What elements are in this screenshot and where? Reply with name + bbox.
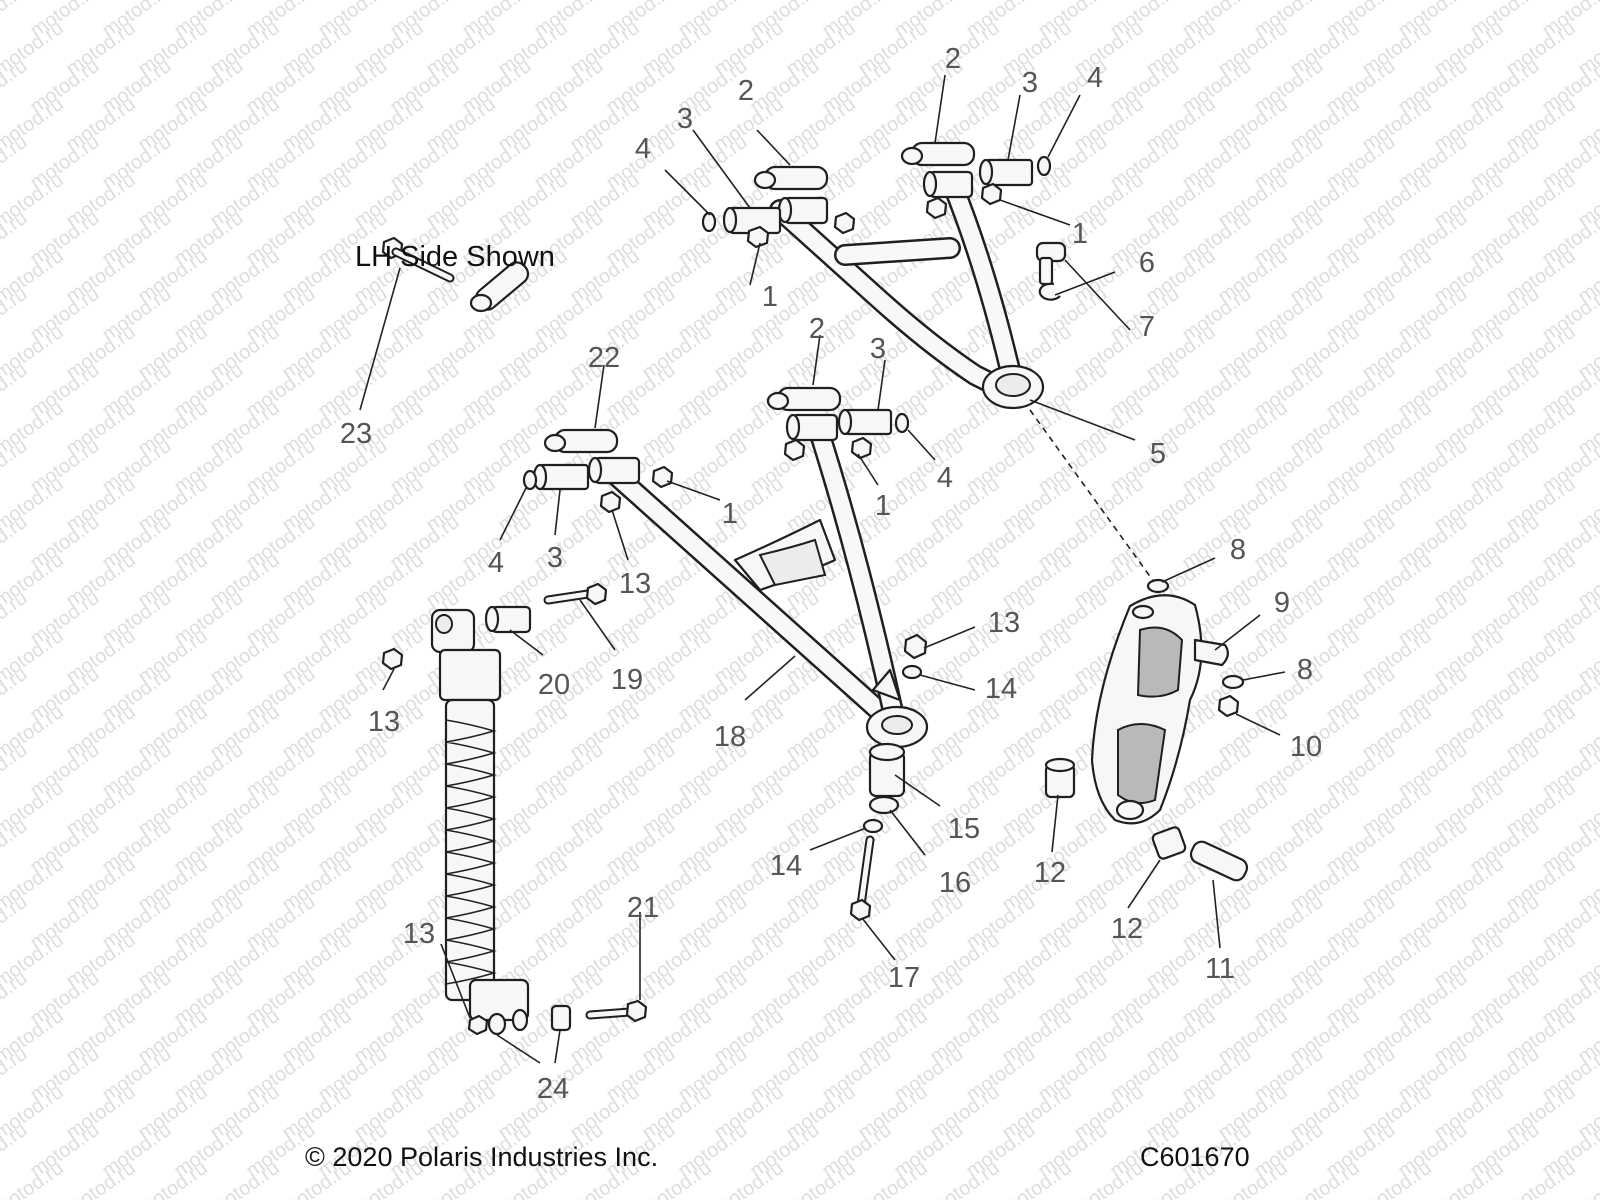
callout-14: 14 bbox=[770, 850, 802, 882]
callout-17: 17 bbox=[888, 962, 920, 994]
callout-20: 20 bbox=[538, 669, 570, 701]
watermark-text: motod.ru bbox=[0, 435, 32, 498]
watermark-text: motod.ru bbox=[0, 815, 32, 878]
callout-13: 13 bbox=[368, 706, 400, 738]
watermark-text: motod.ru bbox=[1574, 0, 1600, 4]
watermark-text: motod.ru bbox=[0, 359, 32, 422]
figure-id: C601670 bbox=[1140, 1142, 1250, 1172]
callout-19: 19 bbox=[611, 664, 643, 696]
callout-8: 8 bbox=[1230, 534, 1246, 566]
callout-10: 10 bbox=[1290, 731, 1322, 763]
callout-15: 15 bbox=[948, 813, 980, 845]
watermark-text: motod.ru bbox=[0, 1119, 32, 1182]
watermark-text: motod.ru bbox=[0, 207, 32, 270]
watermark-text: motod.ru bbox=[0, 739, 32, 802]
callout-1: 1 bbox=[875, 490, 891, 522]
watermark-text: motod.ru bbox=[0, 1043, 32, 1106]
watermark-text: motod.ru bbox=[1574, 1157, 1600, 1200]
callout-4: 4 bbox=[937, 462, 953, 494]
callout-23: 23 bbox=[340, 418, 372, 450]
callout-2: 2 bbox=[809, 313, 825, 345]
callout-7: 7 bbox=[1139, 311, 1155, 343]
callout-1: 1 bbox=[722, 498, 738, 530]
callout-3: 3 bbox=[1022, 67, 1038, 99]
watermark-text: motod.ru bbox=[0, 663, 32, 726]
callout-13: 13 bbox=[403, 918, 435, 950]
callout-2: 2 bbox=[945, 43, 961, 75]
watermark-text: motod.ru bbox=[0, 283, 32, 346]
callout-14: 14 bbox=[985, 673, 1017, 705]
callout-2: 2 bbox=[738, 75, 754, 107]
callout-12: 12 bbox=[1111, 913, 1143, 945]
callout-4: 4 bbox=[488, 547, 504, 579]
callout-21: 21 bbox=[627, 892, 659, 924]
callout-1: 1 bbox=[762, 281, 778, 313]
watermark-text: motod.ru bbox=[0, 891, 32, 954]
callout-22: 22 bbox=[588, 342, 620, 374]
callout-11: 11 bbox=[1205, 953, 1235, 985]
callout-1: 1 bbox=[1072, 218, 1088, 250]
callout-16: 16 bbox=[939, 867, 971, 899]
callout-8: 8 bbox=[1297, 654, 1313, 686]
callout-13: 13 bbox=[988, 607, 1020, 639]
callout-18: 18 bbox=[714, 721, 746, 753]
callout-3: 3 bbox=[547, 542, 563, 574]
copyright-notice: © 2020 Polaris Industries Inc. bbox=[305, 1142, 658, 1172]
watermark-text: motod.ru bbox=[0, 967, 32, 1030]
callout-4: 4 bbox=[1087, 62, 1103, 94]
callout-24: 24 bbox=[537, 1073, 569, 1105]
watermark-text: motod.ru bbox=[0, 511, 32, 574]
callout-4: 4 bbox=[635, 133, 651, 165]
callout-5: 5 bbox=[1150, 438, 1166, 470]
watermark-text: motod.ru bbox=[0, 131, 32, 194]
callout-13: 13 bbox=[619, 568, 651, 600]
watermark-text: motod.ru bbox=[0, 55, 32, 118]
callout-12: 12 bbox=[1034, 857, 1066, 889]
lh-side-shown-note: LH Side Shown bbox=[355, 241, 555, 273]
callout-6: 6 bbox=[1139, 247, 1155, 279]
callout-3: 3 bbox=[677, 103, 693, 135]
callout-3: 3 bbox=[870, 333, 886, 365]
watermark-text: motod.ru bbox=[0, 587, 32, 650]
callout-9: 9 bbox=[1274, 587, 1290, 619]
